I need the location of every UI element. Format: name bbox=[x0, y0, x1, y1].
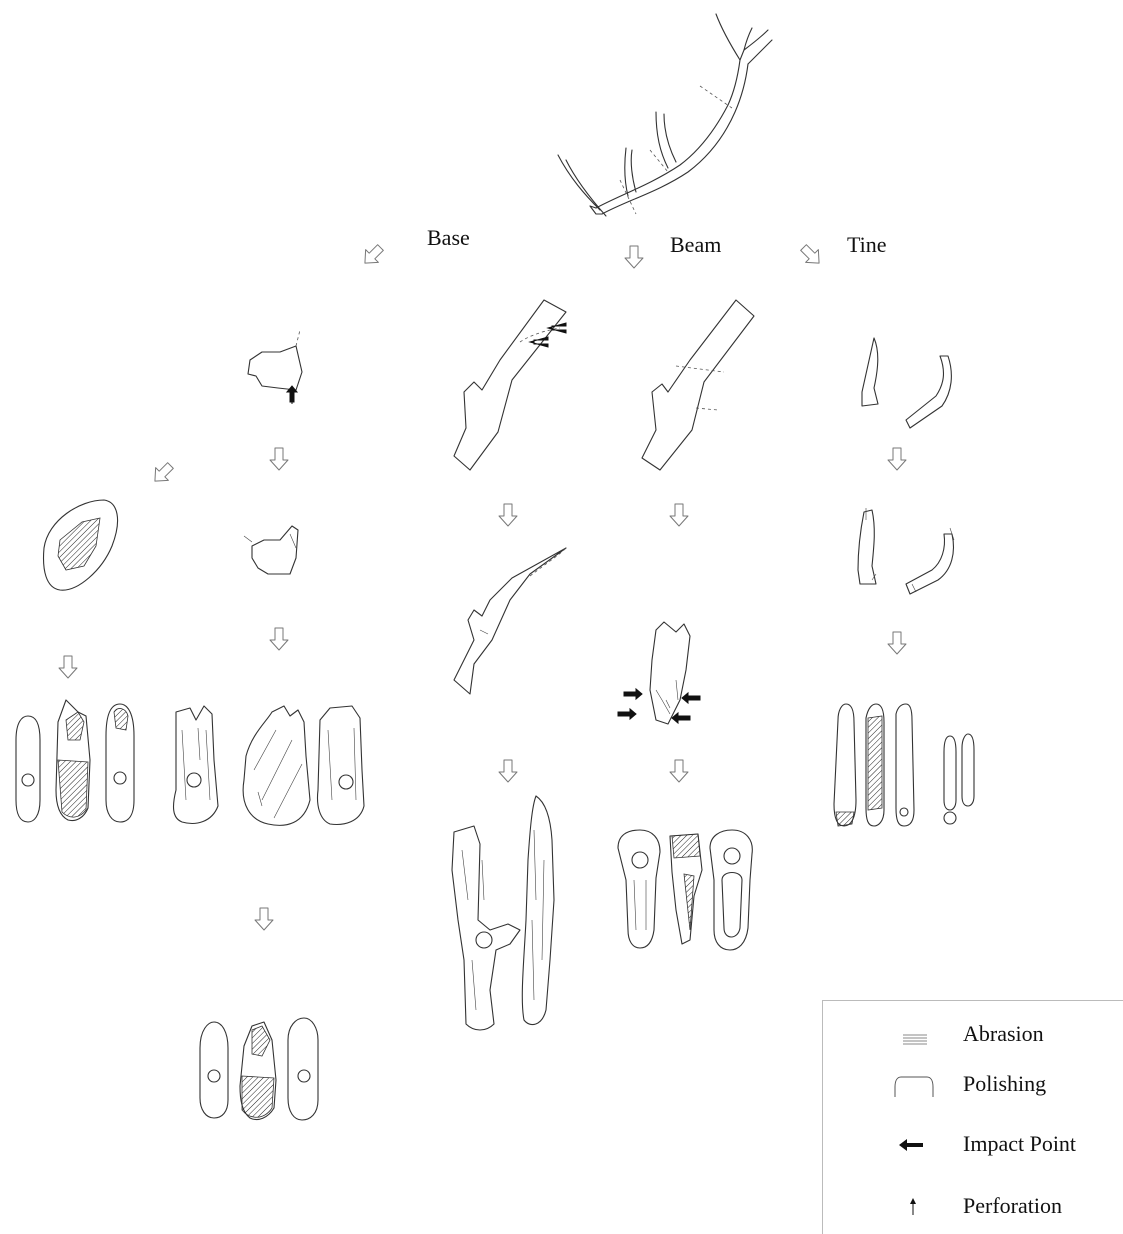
legend-label-perforation: Perforation bbox=[963, 1193, 1062, 1219]
arrow-beam-left-down-2-icon bbox=[499, 760, 517, 782]
arrow-base-down-1-icon bbox=[270, 448, 288, 470]
arrow-base-diag-icon bbox=[149, 459, 177, 487]
legend-item-perforation: Perforation bbox=[823, 1185, 1123, 1225]
tine-tools-group bbox=[834, 704, 974, 826]
base-tools-middle-group bbox=[174, 706, 364, 825]
legend-label-abrasion: Abrasion bbox=[963, 1021, 1044, 1047]
tine-fragments bbox=[862, 338, 951, 428]
category-label-base: Base bbox=[427, 225, 470, 250]
legend-label-polishing: Polishing bbox=[963, 1071, 1046, 1097]
beam-tools-long-group bbox=[452, 796, 554, 1030]
beam-blank-impacts bbox=[618, 622, 700, 724]
arrow-base-left-down-icon bbox=[59, 656, 77, 678]
polishing-outline-icon bbox=[883, 1063, 943, 1103]
arrow-to-beam-icon bbox=[625, 246, 643, 268]
abrasion-lines-icon bbox=[883, 1013, 943, 1053]
antler-drawing bbox=[558, 14, 772, 216]
beam-fragment-impact bbox=[454, 300, 566, 470]
category-label-beam: Beam bbox=[670, 232, 721, 257]
arrow-to-tine-icon bbox=[797, 241, 825, 269]
legend-label-impact-point: Impact Point bbox=[963, 1131, 1076, 1157]
beam-shaped-piece bbox=[454, 548, 566, 694]
legend-box: Abrasion Polishing Impact Point Perforat… bbox=[822, 1000, 1123, 1234]
arrow-base-down-3-icon bbox=[255, 908, 273, 930]
base-cross-section bbox=[44, 500, 118, 590]
legend-item-polishing: Polishing bbox=[823, 1063, 1123, 1103]
beam-tools-right-group bbox=[618, 830, 752, 950]
base-trimmed-fragment bbox=[244, 526, 298, 574]
tine-grooved-fragments bbox=[858, 508, 954, 594]
base-tools-left-group bbox=[16, 700, 134, 822]
base-tools-bottom-group bbox=[200, 1018, 318, 1120]
base-fragment bbox=[248, 330, 302, 404]
arrow-tine-down-2-icon bbox=[888, 632, 906, 654]
arrow-to-base-icon bbox=[359, 241, 387, 269]
perforation-arrow-icon bbox=[883, 1185, 943, 1225]
category-label-tine: Tine bbox=[847, 232, 887, 257]
legend-item-abrasion: Abrasion bbox=[823, 1013, 1123, 1053]
arrow-base-down-2-icon bbox=[270, 628, 288, 650]
legend-item-impact-point: Impact Point bbox=[823, 1123, 1123, 1163]
beam-fragment-grooved bbox=[642, 300, 754, 470]
arrow-beam-right-down-1-icon bbox=[670, 504, 688, 526]
arrow-beam-right-down-2-icon bbox=[670, 760, 688, 782]
arrow-tine-down-1-icon bbox=[888, 448, 906, 470]
impact-arrow-icon bbox=[883, 1123, 943, 1163]
arrow-beam-left-down-1-icon bbox=[499, 504, 517, 526]
